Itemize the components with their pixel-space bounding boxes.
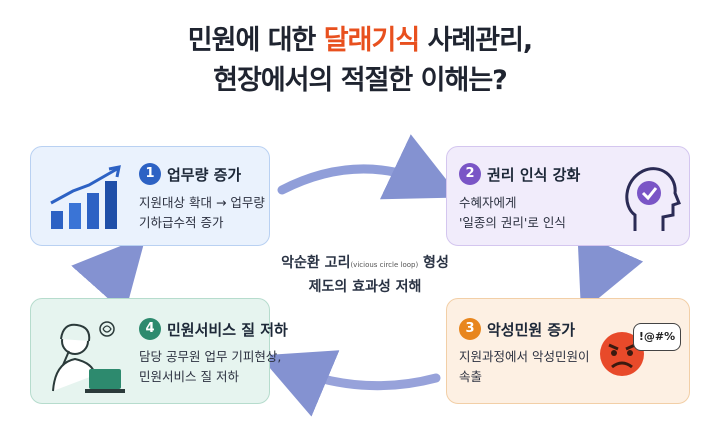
card-body-line: 민원서비스 질 저하 bbox=[139, 369, 239, 384]
card-heading: 악성민원 증가 bbox=[487, 321, 576, 339]
center-label-line2: 제도의 효과성 저해 bbox=[308, 279, 422, 295]
card-workload-increase: 1 업무량 증가 지원대상 확대 → 업무량 기하급수적 증가 bbox=[30, 146, 270, 246]
page-title-line2: 현장에서의 적절한 이해는? bbox=[213, 65, 508, 96]
center-label-line1: 악순환 고리(vicious circle loop) 형성 bbox=[270, 252, 460, 272]
step-number: 4 bbox=[139, 318, 161, 340]
center-label-suffix: 형성 bbox=[418, 255, 449, 271]
card-body: 수혜자에게 '일종의 권리'로 인식 bbox=[459, 193, 566, 233]
card-body: 담당 공무원 업무 기피현상, 민원서비스 질 저하 bbox=[139, 347, 281, 387]
card-body-line: 담당 공무원 업무 기피현상, bbox=[139, 349, 282, 364]
card-service-quality-decline: 4 민원서비스 질 저하 담당 공무원 업무 기피현상, 민원서비스 질 저하 bbox=[30, 298, 288, 404]
card-body-line: '일종의 권리'로 인식 bbox=[459, 215, 566, 230]
page-title-line1: 민원에 대한 달래기식 사례관리, bbox=[0, 18, 720, 57]
growth-chart-icon bbox=[50, 165, 121, 229]
title-highlight: 달래기식 bbox=[323, 25, 420, 56]
title-text-b: 사례관리, bbox=[419, 25, 534, 56]
speech-bubble: !@#% bbox=[633, 323, 681, 351]
card-rights-awareness: 2 권리 인식 강화 수혜자에게 '일종의 권리'로 인식 bbox=[446, 146, 690, 246]
card-body-line: 지원대상 확대 → 업무량 bbox=[139, 195, 265, 210]
card-body: 지원과정에서 악성민원이 속출 bbox=[459, 347, 589, 387]
center-label-english: (vicious circle loop) bbox=[350, 261, 419, 269]
center-label-main: 악순환 고리 bbox=[281, 255, 351, 271]
card-heading: 민원서비스 질 저하 bbox=[167, 321, 288, 339]
title-text-a: 민원에 대한 bbox=[187, 25, 324, 56]
step-number: 2 bbox=[459, 163, 481, 185]
stressed-worker-icon bbox=[52, 321, 125, 393]
arrow-bottom bbox=[259, 350, 441, 417]
step-number: 3 bbox=[459, 318, 481, 340]
arrow-top bbox=[277, 134, 461, 200]
card-heading: 업무량 증가 bbox=[167, 166, 242, 184]
card-body-line: 속출 bbox=[459, 369, 483, 384]
card-body-line: 수혜자에게 bbox=[459, 195, 517, 210]
step-number: 1 bbox=[139, 163, 161, 185]
card-heading: 권리 인식 강화 bbox=[487, 166, 581, 184]
card-body-line: 지원과정에서 악성민원이 bbox=[459, 349, 590, 364]
card-body: 지원대상 확대 → 업무량 기하급수적 증가 bbox=[139, 193, 265, 233]
arrow-left bbox=[71, 235, 146, 314]
card-malicious-complaints: !@#% 3 악성민원 증가 지원과정에서 악성민원이 속출 bbox=[446, 298, 690, 404]
card-body-line: 기하급수적 증가 bbox=[139, 215, 224, 230]
head-check-icon bbox=[625, 167, 681, 231]
arrow-right bbox=[577, 232, 644, 313]
